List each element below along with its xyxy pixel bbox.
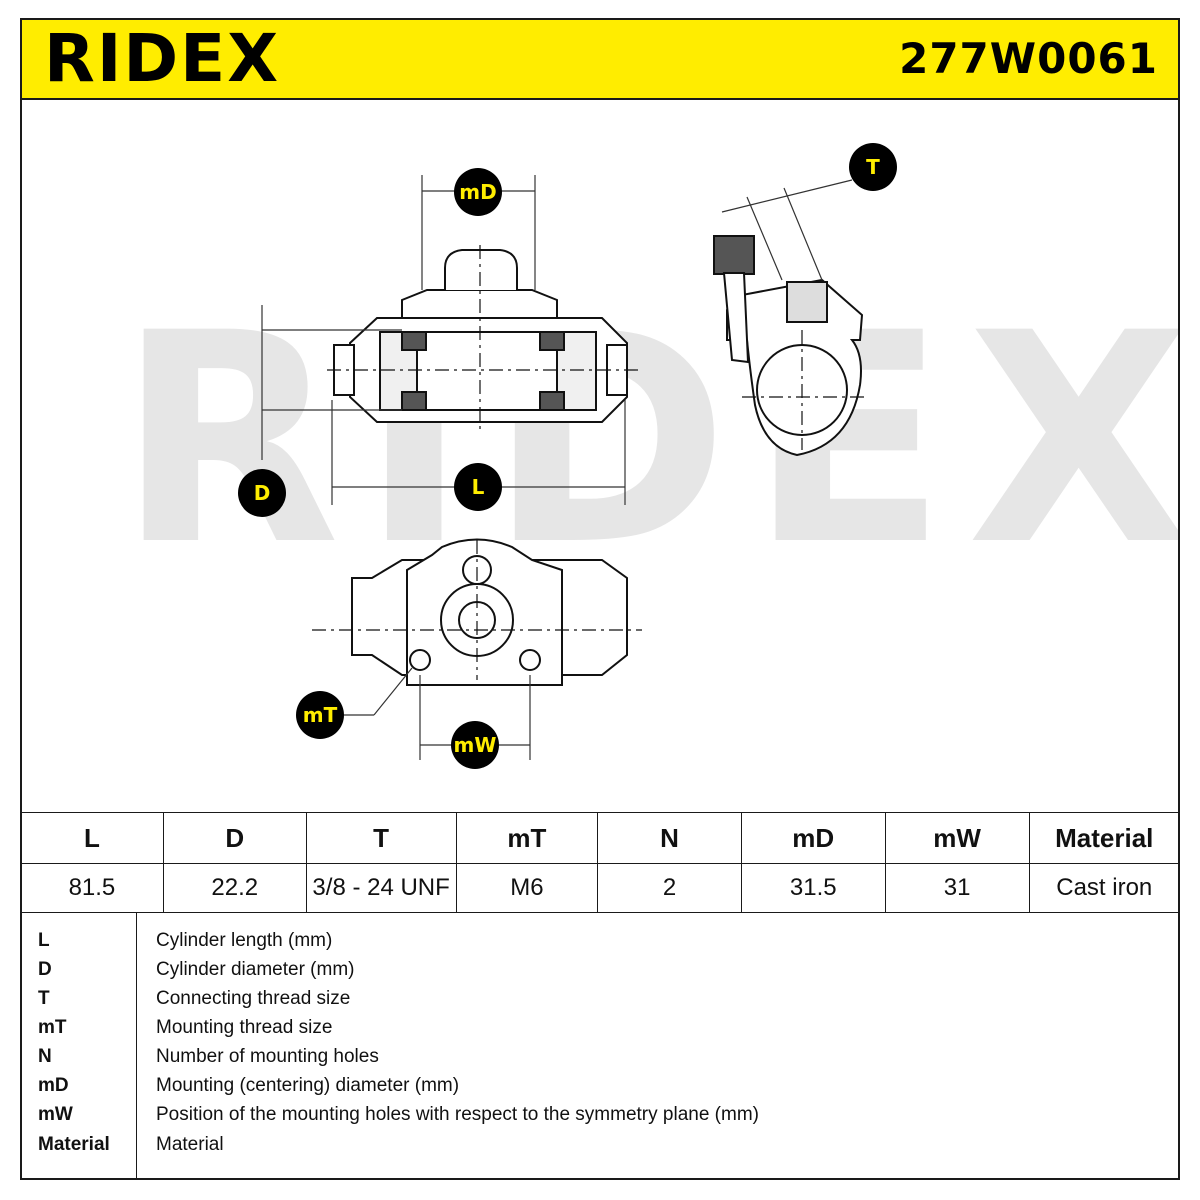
- svg-text:mW: mW: [454, 733, 497, 757]
- cylinder-side-view: [713, 235, 867, 457]
- legend-row: mW Position of the mounting holes with r…: [22, 1104, 1178, 1133]
- legend-desc: Connecting thread size: [156, 988, 351, 1009]
- brand-name: RIDEX: [44, 20, 281, 97]
- svg-text:mT: mT: [303, 703, 338, 727]
- legend-key: N: [38, 1046, 52, 1067]
- legend-row: D Cylinder diameter (mm): [22, 959, 1178, 988]
- legend-key: Material: [38, 1134, 110, 1155]
- legend-desc: Material: [156, 1134, 224, 1155]
- legend-key: D: [38, 959, 52, 980]
- spec-value: 22.2: [162, 863, 307, 913]
- legend-key: T: [38, 988, 50, 1009]
- svg-text:D: D: [254, 481, 271, 505]
- legend-desc: Cylinder length (mm): [156, 930, 333, 951]
- spec-value: 2: [597, 863, 742, 913]
- spec-value: 31.5: [740, 863, 886, 913]
- legend-row: N Number of mounting holes: [22, 1046, 1178, 1075]
- legend-desc: Position of the mounting holes with resp…: [156, 1104, 759, 1125]
- legend-row: L Cylinder length (mm): [22, 930, 1178, 959]
- legend-row: Material Material: [22, 1134, 1178, 1163]
- specs-value-row: 81.5 22.2 3/8 - 24 UNF M6 2 31.5 31 Cast…: [20, 863, 1181, 913]
- label-badge-L: L: [454, 463, 502, 511]
- spec-value: 3/8 - 24 UNF: [305, 863, 457, 913]
- legend-key: mW: [38, 1104, 73, 1125]
- spec-header: mD: [740, 812, 886, 864]
- spec-header: mW: [884, 812, 1030, 864]
- svg-text:L: L: [472, 475, 485, 499]
- cylinder-section-view: [327, 245, 642, 430]
- spec-value: Cast iron: [1028, 863, 1181, 913]
- legend-desc: Mounting (centering) diameter (mm): [156, 1075, 460, 1096]
- legend-key: mD: [38, 1075, 69, 1096]
- legend-desc: Cylinder diameter (mm): [156, 959, 355, 980]
- label-badge-mD: mD: [454, 168, 502, 216]
- cylinder-bottom-view: [312, 538, 642, 686]
- spec-header: D: [162, 812, 307, 864]
- spec-value: M6: [455, 863, 599, 913]
- technical-drawing: RIDEX: [117, 143, 1178, 769]
- spec-header: Material: [1028, 812, 1181, 864]
- part-number: 277W0061: [899, 34, 1158, 83]
- dimension-lines-side: [721, 179, 853, 281]
- legend-desc: Mounting thread size: [156, 1017, 333, 1038]
- spec-value: 81.5: [20, 863, 164, 913]
- spec-header: T: [305, 812, 457, 864]
- watermark-logo: RIDEX: [117, 272, 1178, 609]
- spec-header: N: [597, 812, 742, 864]
- spec-value: 31: [884, 863, 1030, 913]
- legend-row: mT Mounting thread size: [22, 1017, 1178, 1046]
- spec-header: L: [20, 812, 164, 864]
- specs-table: L D T mT N mD mW Material 81.5 22.2 3/8 …: [20, 812, 1181, 913]
- label-badge-mW: mW: [451, 721, 499, 769]
- spec-header: mT: [455, 812, 599, 864]
- brand-logo: RIDEX: [44, 20, 344, 98]
- legend-row: mD Mounting (centering) diameter (mm): [22, 1075, 1178, 1104]
- specs-header-row: L D T mT N mD mW Material: [20, 812, 1181, 864]
- legend-key: mT: [38, 1017, 67, 1038]
- legend-panel: L Cylinder length (mm) D Cylinder diamet…: [20, 912, 1180, 1180]
- label-badge-D: D: [238, 469, 286, 517]
- legend-divider: [136, 912, 137, 1178]
- legend-desc: Number of mounting holes: [156, 1046, 379, 1067]
- svg-text:T: T: [866, 155, 880, 179]
- svg-text:mD: mD: [459, 180, 496, 204]
- header-bar: RIDEX 277W0061: [20, 18, 1180, 100]
- label-badge-mT: mT: [296, 691, 344, 739]
- legend-row: T Connecting thread size: [22, 988, 1178, 1017]
- legend-key: L: [38, 930, 50, 951]
- label-badge-T: T: [849, 143, 897, 191]
